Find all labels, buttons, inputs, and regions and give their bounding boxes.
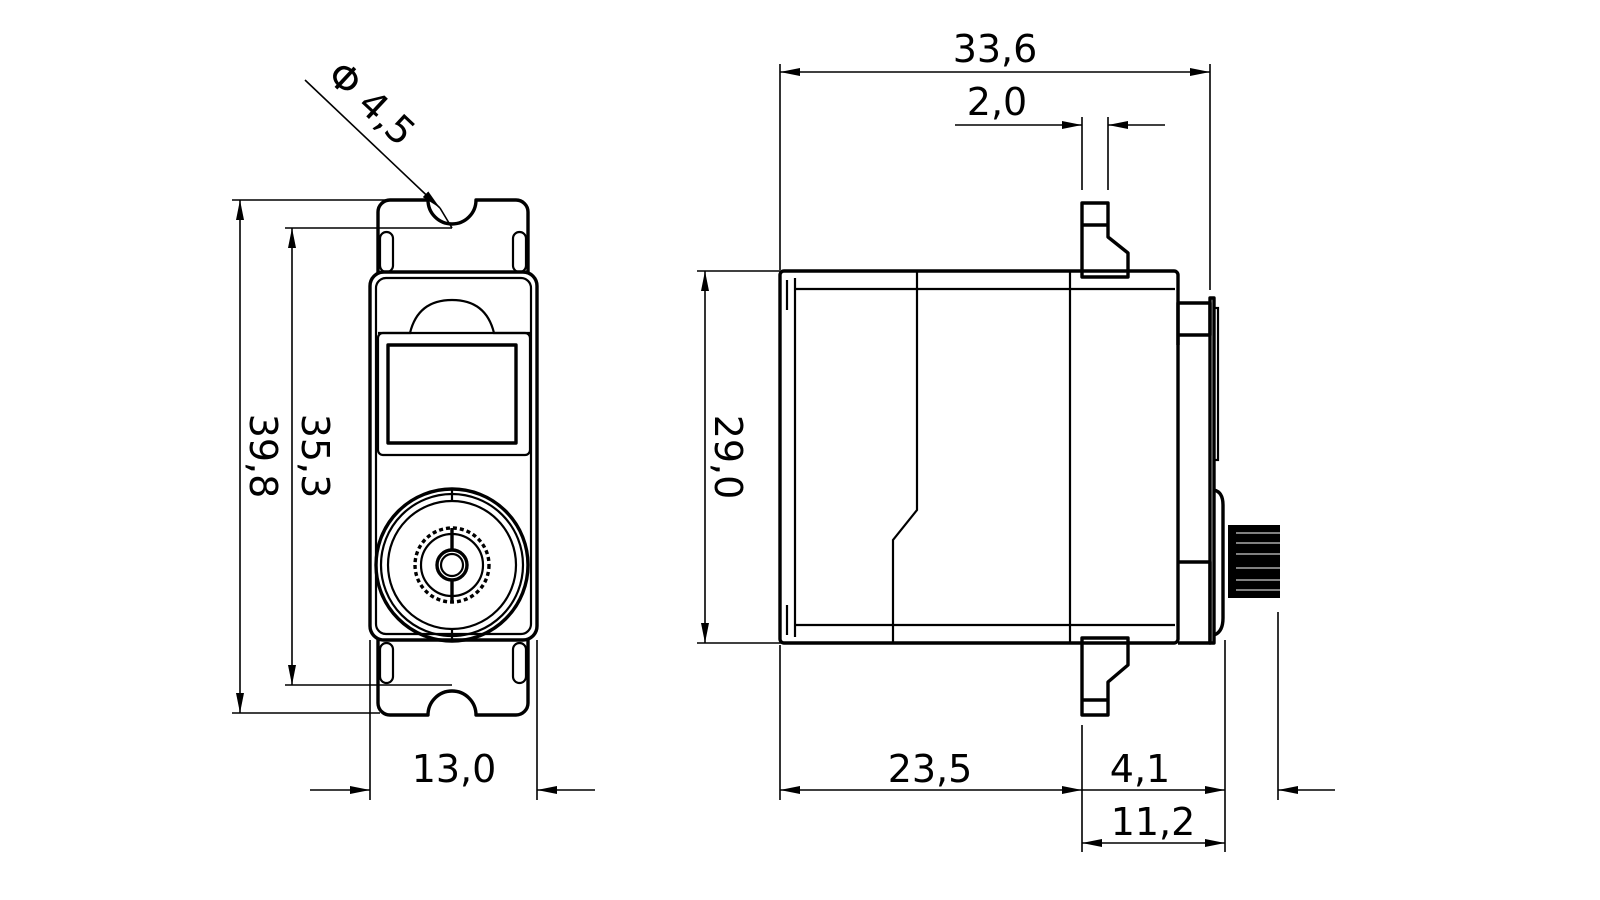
dim-body-height: 29,0 (706, 415, 750, 500)
label-panel (376, 331, 532, 457)
dim-overall-length: 33,6 (953, 27, 1038, 71)
front-view (368, 198, 539, 717)
case-top-arch (378, 298, 530, 335)
dim-width: 13,0 (412, 747, 497, 791)
output-spline (1228, 525, 1280, 598)
end-boss-top (1176, 301, 1212, 345)
dim-hole-spacing: 35,3 (293, 414, 337, 499)
mounting-tab-top (1080, 201, 1130, 279)
flange-slot-top-right (511, 230, 528, 274)
dim-spline-length: 4,1 (1110, 747, 1170, 791)
flange-slot-bottom-right (511, 641, 528, 685)
end-plate (1208, 296, 1216, 645)
side-dimensions: 33,6 2,0 29,0 23,5 4,1 11,2 (697, 27, 1335, 852)
end-boss-bottom (1178, 560, 1212, 645)
case-seam (891, 271, 919, 643)
servo-case-inner (374, 276, 533, 636)
dim-overall-height: 39,8 (241, 414, 285, 499)
output-gear-front (374, 487, 530, 643)
side-view (778, 201, 1280, 717)
dim-flange-to-spline: 11,2 (1111, 800, 1196, 844)
flange-slot-top-left (378, 230, 395, 274)
dim-tab-thickness: 2,0 (967, 80, 1027, 124)
flange-slot-bottom-left (378, 641, 395, 685)
output-boss (1213, 488, 1225, 637)
dim-hole-diameter: Φ 4,5 (319, 52, 424, 154)
end-plate-lip (1212, 306, 1220, 462)
mounting-tab-bottom (1080, 636, 1130, 717)
label-window (386, 343, 518, 445)
mounting-flange (376, 198, 530, 717)
side-case (778, 269, 1180, 645)
dim-body-to-flange: 23,5 (888, 747, 973, 791)
